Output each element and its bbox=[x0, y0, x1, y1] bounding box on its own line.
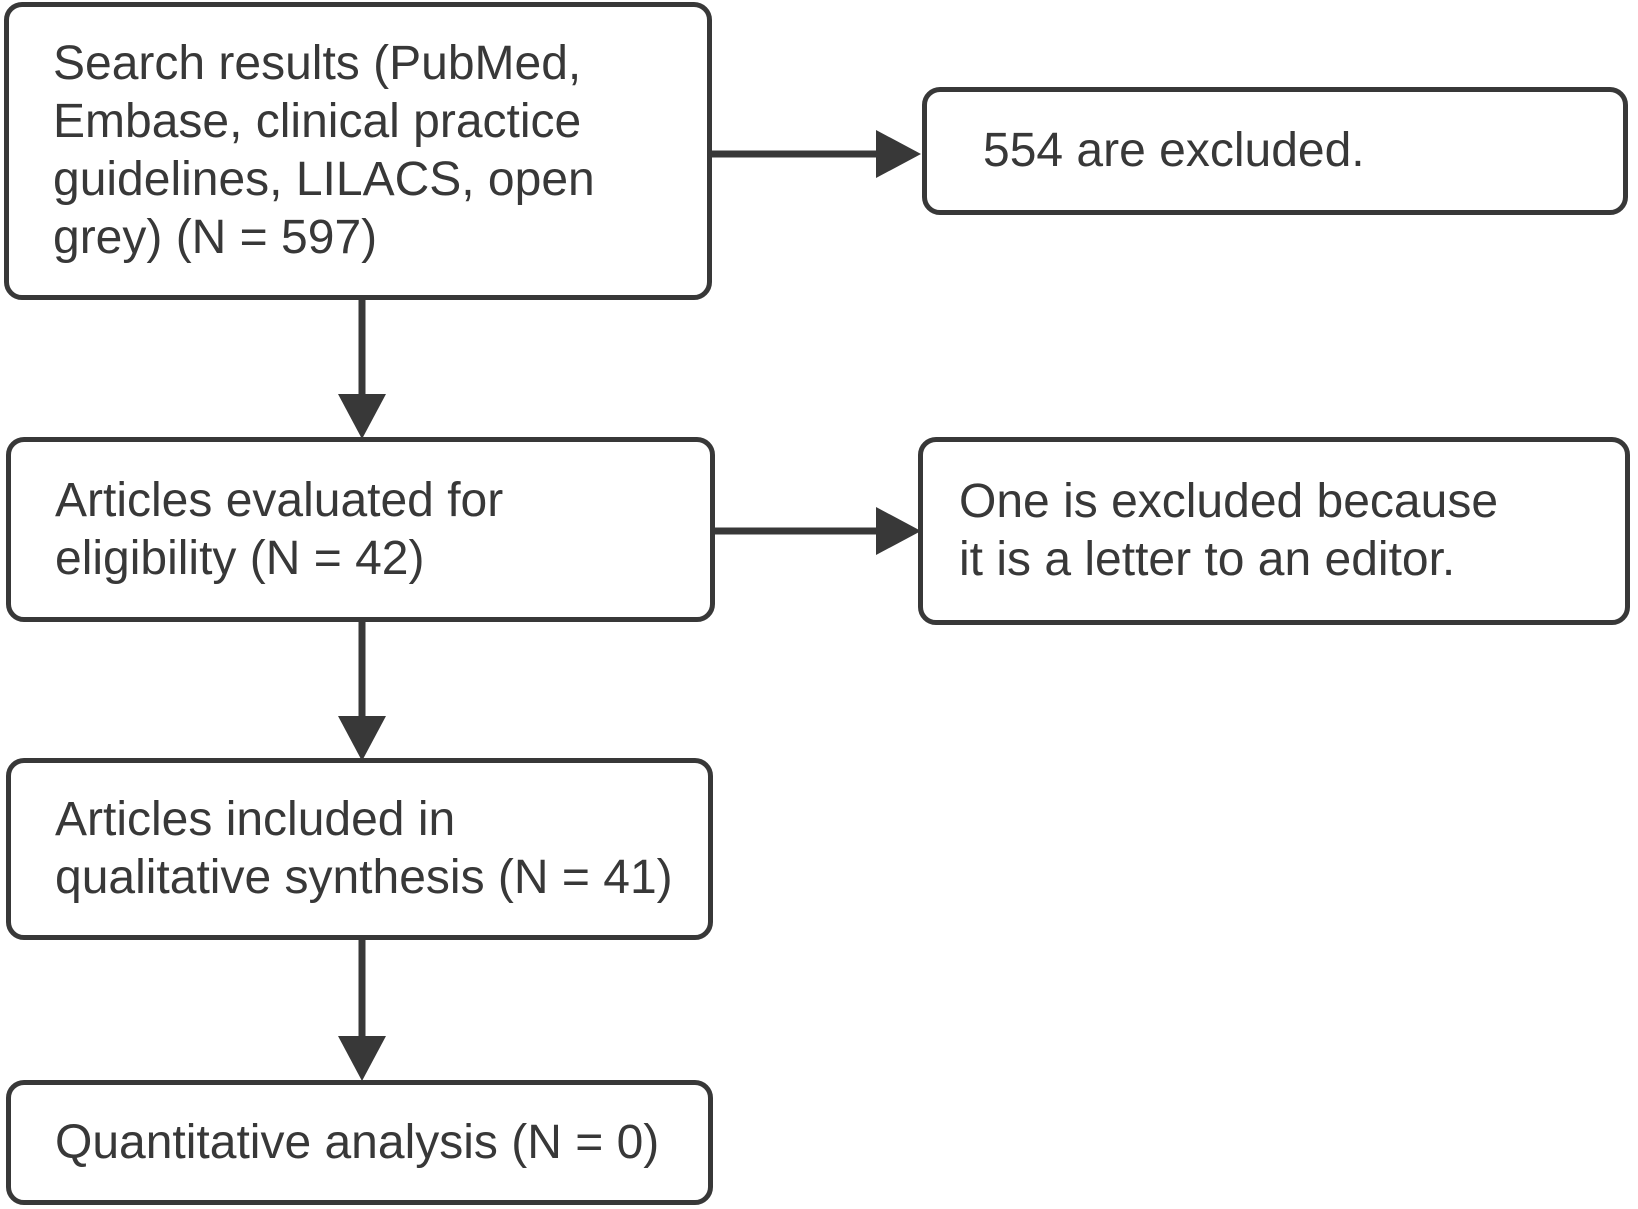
node-excluded-554-label: 554 are excluded. bbox=[983, 124, 1365, 177]
node-letter-excluded: One is excluded because it is a letter t… bbox=[918, 437, 1630, 625]
node-quantitative-analysis: Quantitative analysis (N = 0) bbox=[6, 1080, 713, 1205]
node-search-results-label: Search results (PubMed, Embase, clinical… bbox=[53, 37, 595, 264]
node-letter-excluded-label: One is excluded because it is a letter t… bbox=[959, 475, 1499, 586]
node-articles-evaluated: Articles evaluated for eligibility (N = … bbox=[6, 437, 715, 622]
node-qualitative-synthesis-label: Articles included in qualitative synthes… bbox=[55, 793, 673, 904]
node-search-results: Search results (PubMed, Embase, clinical… bbox=[4, 2, 712, 300]
node-excluded-554: 554 are excluded. bbox=[922, 87, 1628, 215]
node-articles-evaluated-label: Articles evaluated for eligibility (N = … bbox=[55, 473, 504, 585]
node-quantitative-analysis-label: Quantitative analysis (N = 0) bbox=[55, 1115, 660, 1169]
arrow-qualitative-to-quantitative bbox=[338, 938, 386, 1081]
arrow-evaluated-to-letter-excluded bbox=[714, 507, 921, 555]
node-qualitative-synthesis: Articles included in qualitative synthes… bbox=[6, 758, 713, 940]
arrow-evaluated-to-qualitative bbox=[338, 620, 386, 761]
arrow-search-to-excluded-554 bbox=[712, 130, 921, 178]
arrow-search-to-evaluated bbox=[338, 298, 386, 439]
